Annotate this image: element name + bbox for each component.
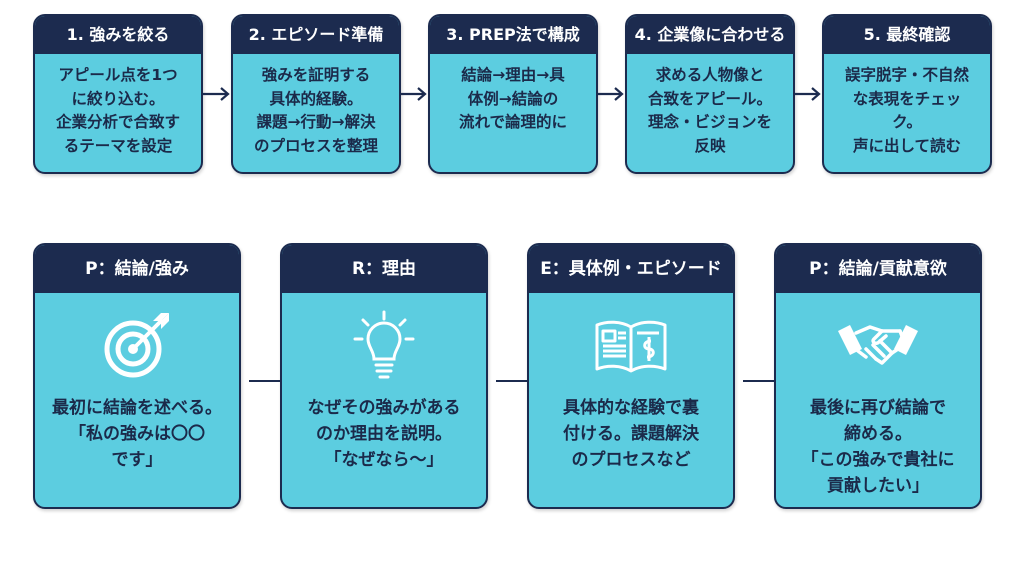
step-text-line: 具体的経験。 [269, 89, 363, 108]
step-card-3: 3. PREP法で構成 結論→理由→具 体例→結論の 流れで論理的に [428, 14, 598, 174]
prep-text-line: 付ける。課題解決 [563, 424, 699, 444]
prep-card-point: P：結論/強み 最初に結論を述べる。 「私の強みは〇〇 です」 [33, 243, 241, 509]
prep-text-line: 最初に結論を述べる。 [52, 398, 222, 418]
prep-text-line: なぜその強みがある [307, 398, 461, 418]
prep-text-line: です」 [111, 450, 163, 470]
step-text-line: 反映 [694, 136, 726, 155]
step-text-line: のプロセスを整理 [253, 136, 378, 155]
prep-description: 最初に結論を述べる。 「私の強みは〇〇 です」 [35, 391, 239, 473]
step-card-4: 4. 企業像に合わせる 求める人物像と 合致をアピール。 理念・ビジョンを 反映 [625, 14, 795, 174]
step-card-1: 1. 強みを絞る アピール点を1つ に絞り込む。 企業分析で合致す るテーマを設… [33, 14, 203, 174]
prep-text-line: 具体的な経験で裏 [563, 398, 699, 418]
step-text-line: アピール点を1つ [58, 66, 178, 84]
arrow-right-icon [202, 87, 230, 101]
arrow-right-icon [793, 87, 821, 101]
step-description: アピール点を1つ に絞り込む。 企業分析で合致す るテーマを設定 [35, 54, 201, 158]
handshake-icon [776, 299, 980, 391]
open-book-icon [529, 299, 733, 391]
step-text-line: 流れで論理的に [458, 113, 568, 131]
arrow-right-icon [399, 87, 427, 101]
step-title: 2. エピソード準備 [233, 16, 399, 54]
lightbulb-icon [282, 299, 486, 391]
step-text-line: 求める人物像と [655, 66, 765, 84]
prep-title: R：理由 [282, 245, 486, 293]
step-title: 1. 強みを絞る [35, 16, 201, 54]
prep-card-example: E：具体例・エピソード 具体的な経験で裏 付ける。課題解決 のプロセスなど [527, 243, 735, 509]
prep-text-line: 「なぜなら〜」 [324, 450, 444, 470]
step-text-line: るテーマを設定 [63, 136, 173, 155]
prep-text-line: 締める。 [844, 424, 912, 444]
arrow-right-icon [596, 87, 624, 101]
prep-text-line: のか理由を説明。 [316, 424, 452, 444]
step-text-line: に絞り込む。 [71, 89, 165, 108]
step-title: 3. PREP法で構成 [430, 16, 596, 54]
step-text-line: 課題→行動→解決 [256, 113, 376, 131]
step-title: 5. 最終確認 [824, 16, 990, 54]
prep-card-reason: R：理由 なぜその強みがある のか理由を説明。 「なぜなら〜」 [280, 243, 488, 509]
connector-line [496, 380, 528, 382]
prep-text-line: 貢献したい」 [827, 476, 929, 496]
connector-line [249, 380, 281, 382]
step-text-line: 強みを証明する [261, 66, 371, 84]
step-title: 4. 企業像に合わせる [627, 16, 793, 54]
step-card-5: 5. 最終確認 誤字脱字・不自然 な表現をチェッ ク。 声に出して読む [822, 14, 992, 174]
step-description: 誤字脱字・不自然 な表現をチェッ ク。 声に出して読む [824, 54, 990, 158]
step-text-line: 声に出して読む [852, 136, 962, 155]
prep-title: P：結論/強み [35, 245, 239, 293]
prep-text-line: のプロセスなど [571, 450, 691, 470]
step-text-line: 理念・ビジョンを [647, 113, 772, 131]
prep-description: 最後に再び結論で 締める。 「この強みで貴社に 貢献したい」 [776, 391, 980, 499]
prep-description: なぜその強みがある のか理由を説明。 「なぜなら〜」 [282, 391, 486, 473]
prep-text-line: 「この強みで貴社に [801, 450, 955, 470]
step-text-line: 合致をアピール。 [647, 89, 772, 108]
prep-text-line: 最後に再び結論で [810, 398, 946, 418]
step-card-2: 2. エピソード準備 強みを証明する 具体的経験。 課題→行動→解決 のプロセス… [231, 14, 401, 174]
prep-title: E：具体例・エピソード [529, 245, 733, 293]
prep-card-point-again: P：結論/貢献意欲 最後に再び結論で 締める。 「この強みで貴社に 貢献したい」 [774, 243, 982, 509]
step-text-line: 結論→理由→具 [461, 66, 565, 84]
target-icon [35, 299, 239, 391]
prep-title: P：結論/貢献意欲 [776, 245, 980, 293]
prep-text-line: 「私の強みは〇〇 [69, 424, 205, 444]
step-text-line: 体例→結論の [467, 89, 559, 108]
step-text-line: 誤字脱字・不自然 [844, 66, 969, 84]
step-text-line: な表現をチェッ [852, 89, 962, 108]
connector-line [743, 380, 775, 382]
step-description: 求める人物像と 合致をアピール。 理念・ビジョンを 反映 [627, 54, 793, 158]
step-description: 結論→理由→具 体例→結論の 流れで論理的に [430, 54, 596, 135]
step-text-line: ク。 [892, 113, 922, 131]
step-description: 強みを証明する 具体的経験。 課題→行動→解決 のプロセスを整理 [233, 54, 399, 158]
prep-description: 具体的な経験で裏 付ける。課題解決 のプロセスなど [529, 391, 733, 473]
step-text-line: 企業分析で合致す [55, 113, 180, 131]
